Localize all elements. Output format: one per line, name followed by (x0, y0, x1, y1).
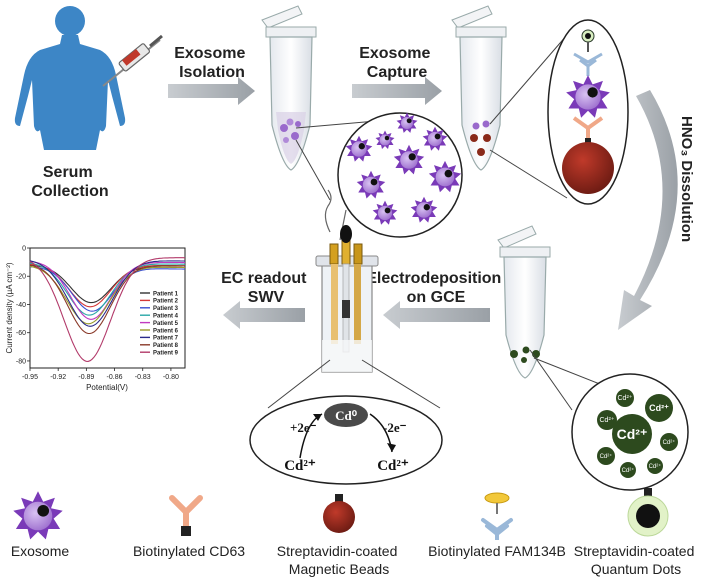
cd-ions-zoom-circle: Cd²⁺ Cd²⁺ Cd²⁺ Cd²⁺ Cd²⁺ Cd²⁺ Cd²⁺ Cd²⁺ (571, 373, 689, 491)
exosome-isolation-label: Exosome Isolation (174, 45, 250, 81)
cd-bubble-label: Cd²⁺ (618, 395, 633, 402)
quantum-dot-legend-icon (627, 488, 669, 537)
y-tick-label: -20 (16, 274, 26, 281)
left-ion-label: Cd²⁺ (284, 458, 316, 474)
legend-entry: Patient 1 (153, 291, 179, 297)
electrochemical-cell-icon (315, 189, 379, 373)
cd-bubble-label: Cd²⁺ (617, 426, 648, 442)
reduction-label: +2e⁻ (290, 420, 317, 435)
x-tick-label: -0.92 (50, 374, 66, 381)
y-tick-label: -80 (16, 358, 26, 365)
tube-dissolution (497, 225, 551, 379)
cd-bubble-label: Cd²⁺ (600, 453, 613, 460)
right-ion-label: Cd²⁺ (377, 458, 409, 474)
x-tick-label: -0.86 (107, 374, 123, 381)
legend-beads-label: Streptavidin-coated Magnetic Beads (277, 543, 402, 577)
exosome-zoom-circle (337, 112, 463, 238)
exosome-capture-label: Exosome Capture (359, 45, 435, 81)
syringe-icon (102, 34, 163, 87)
legend-entry: Patient 4 (153, 314, 179, 320)
cd63-legend-icon (169, 495, 203, 536)
cd-bubble-label: Cd²⁺ (663, 439, 676, 446)
legend-qdots-label: Streptavidin-coated Quantum Dots (574, 543, 699, 577)
oxidation-label: -2e⁻ (383, 420, 407, 435)
ec-readout-label: EC readout SWV (221, 270, 311, 306)
legend-fam134b-label: Biotinylated FAM134B (428, 543, 566, 559)
x-axis-label: Potential(V) (86, 383, 128, 392)
x-tick-label: -0.89 (78, 374, 94, 381)
legend-entry: Patient 5 (153, 321, 179, 327)
serum-collection-label: Serum Collection (31, 164, 108, 200)
arrow-capture (352, 77, 442, 105)
arrow-isolation (168, 77, 255, 105)
series-line-7 (29, 260, 185, 327)
y-tick-label: 0 (22, 246, 26, 253)
y-tick-label: -40 (16, 302, 26, 309)
legend-entry: Patient 6 (153, 328, 179, 334)
cd-bubble-label: Cd²⁺ (600, 417, 615, 424)
human-silhouette-icon (14, 6, 126, 150)
y-tick-label: -60 (16, 330, 26, 337)
legend-entry: Patient 3 (153, 306, 179, 312)
swv-chart: -0.95 -0.92 -0.89 -0.86 -0.83 -0.80 -80 -60 -40… (5, 246, 186, 392)
legend-entry: Patient 2 (153, 299, 179, 305)
redox-cycle: Cd⁰ +2e⁻ -2e⁻ Cd²⁺ Cd²⁺ (249, 395, 443, 485)
x-tick-label: -0.95 (22, 374, 38, 381)
legend-entry: Patient 7 (153, 336, 179, 342)
x-tick-label: -0.83 (135, 374, 151, 381)
cd0-label: Cd⁰ (335, 408, 358, 423)
legend-exosome-label: Exosome (11, 543, 70, 559)
arrow-electrodeposition (383, 301, 490, 329)
magnetic-bead-legend-icon (323, 494, 355, 533)
tube-isolation (261, 5, 317, 171)
y-axis-label: Current density (µA cm⁻²) (5, 262, 14, 353)
series-line-8 (29, 264, 186, 335)
legend-entry: Patient 8 (153, 343, 179, 349)
exosome-legend-icon (13, 491, 63, 540)
legend-cd63-label: Biotinylated CD63 (133, 543, 245, 559)
x-tick-label: -0.80 (163, 374, 179, 381)
electrodeposition-label: Electrodeposition on GCE (366, 270, 506, 306)
fam134b-legend-icon (481, 492, 513, 540)
series-line-9 (29, 257, 186, 362)
series-line-4 (29, 262, 185, 316)
cd-bubble-label: Cd²⁺ (649, 463, 662, 470)
legend-entry: Patient 9 (153, 351, 179, 357)
cd-bubble-label: Cd²⁺ (649, 403, 669, 413)
arrow-dissolution (618, 90, 678, 330)
arrow-readout (223, 301, 305, 329)
tube-capture (451, 5, 507, 171)
capture-zoom-ellipse (547, 19, 629, 205)
bottom-legend: Exosome Biotinylated CD63 Streptavidin-c… (11, 488, 699, 577)
cd-bubble-label: Cd²⁺ (622, 467, 635, 474)
dissolution-label: HNO₃ Dissolution (678, 116, 695, 242)
